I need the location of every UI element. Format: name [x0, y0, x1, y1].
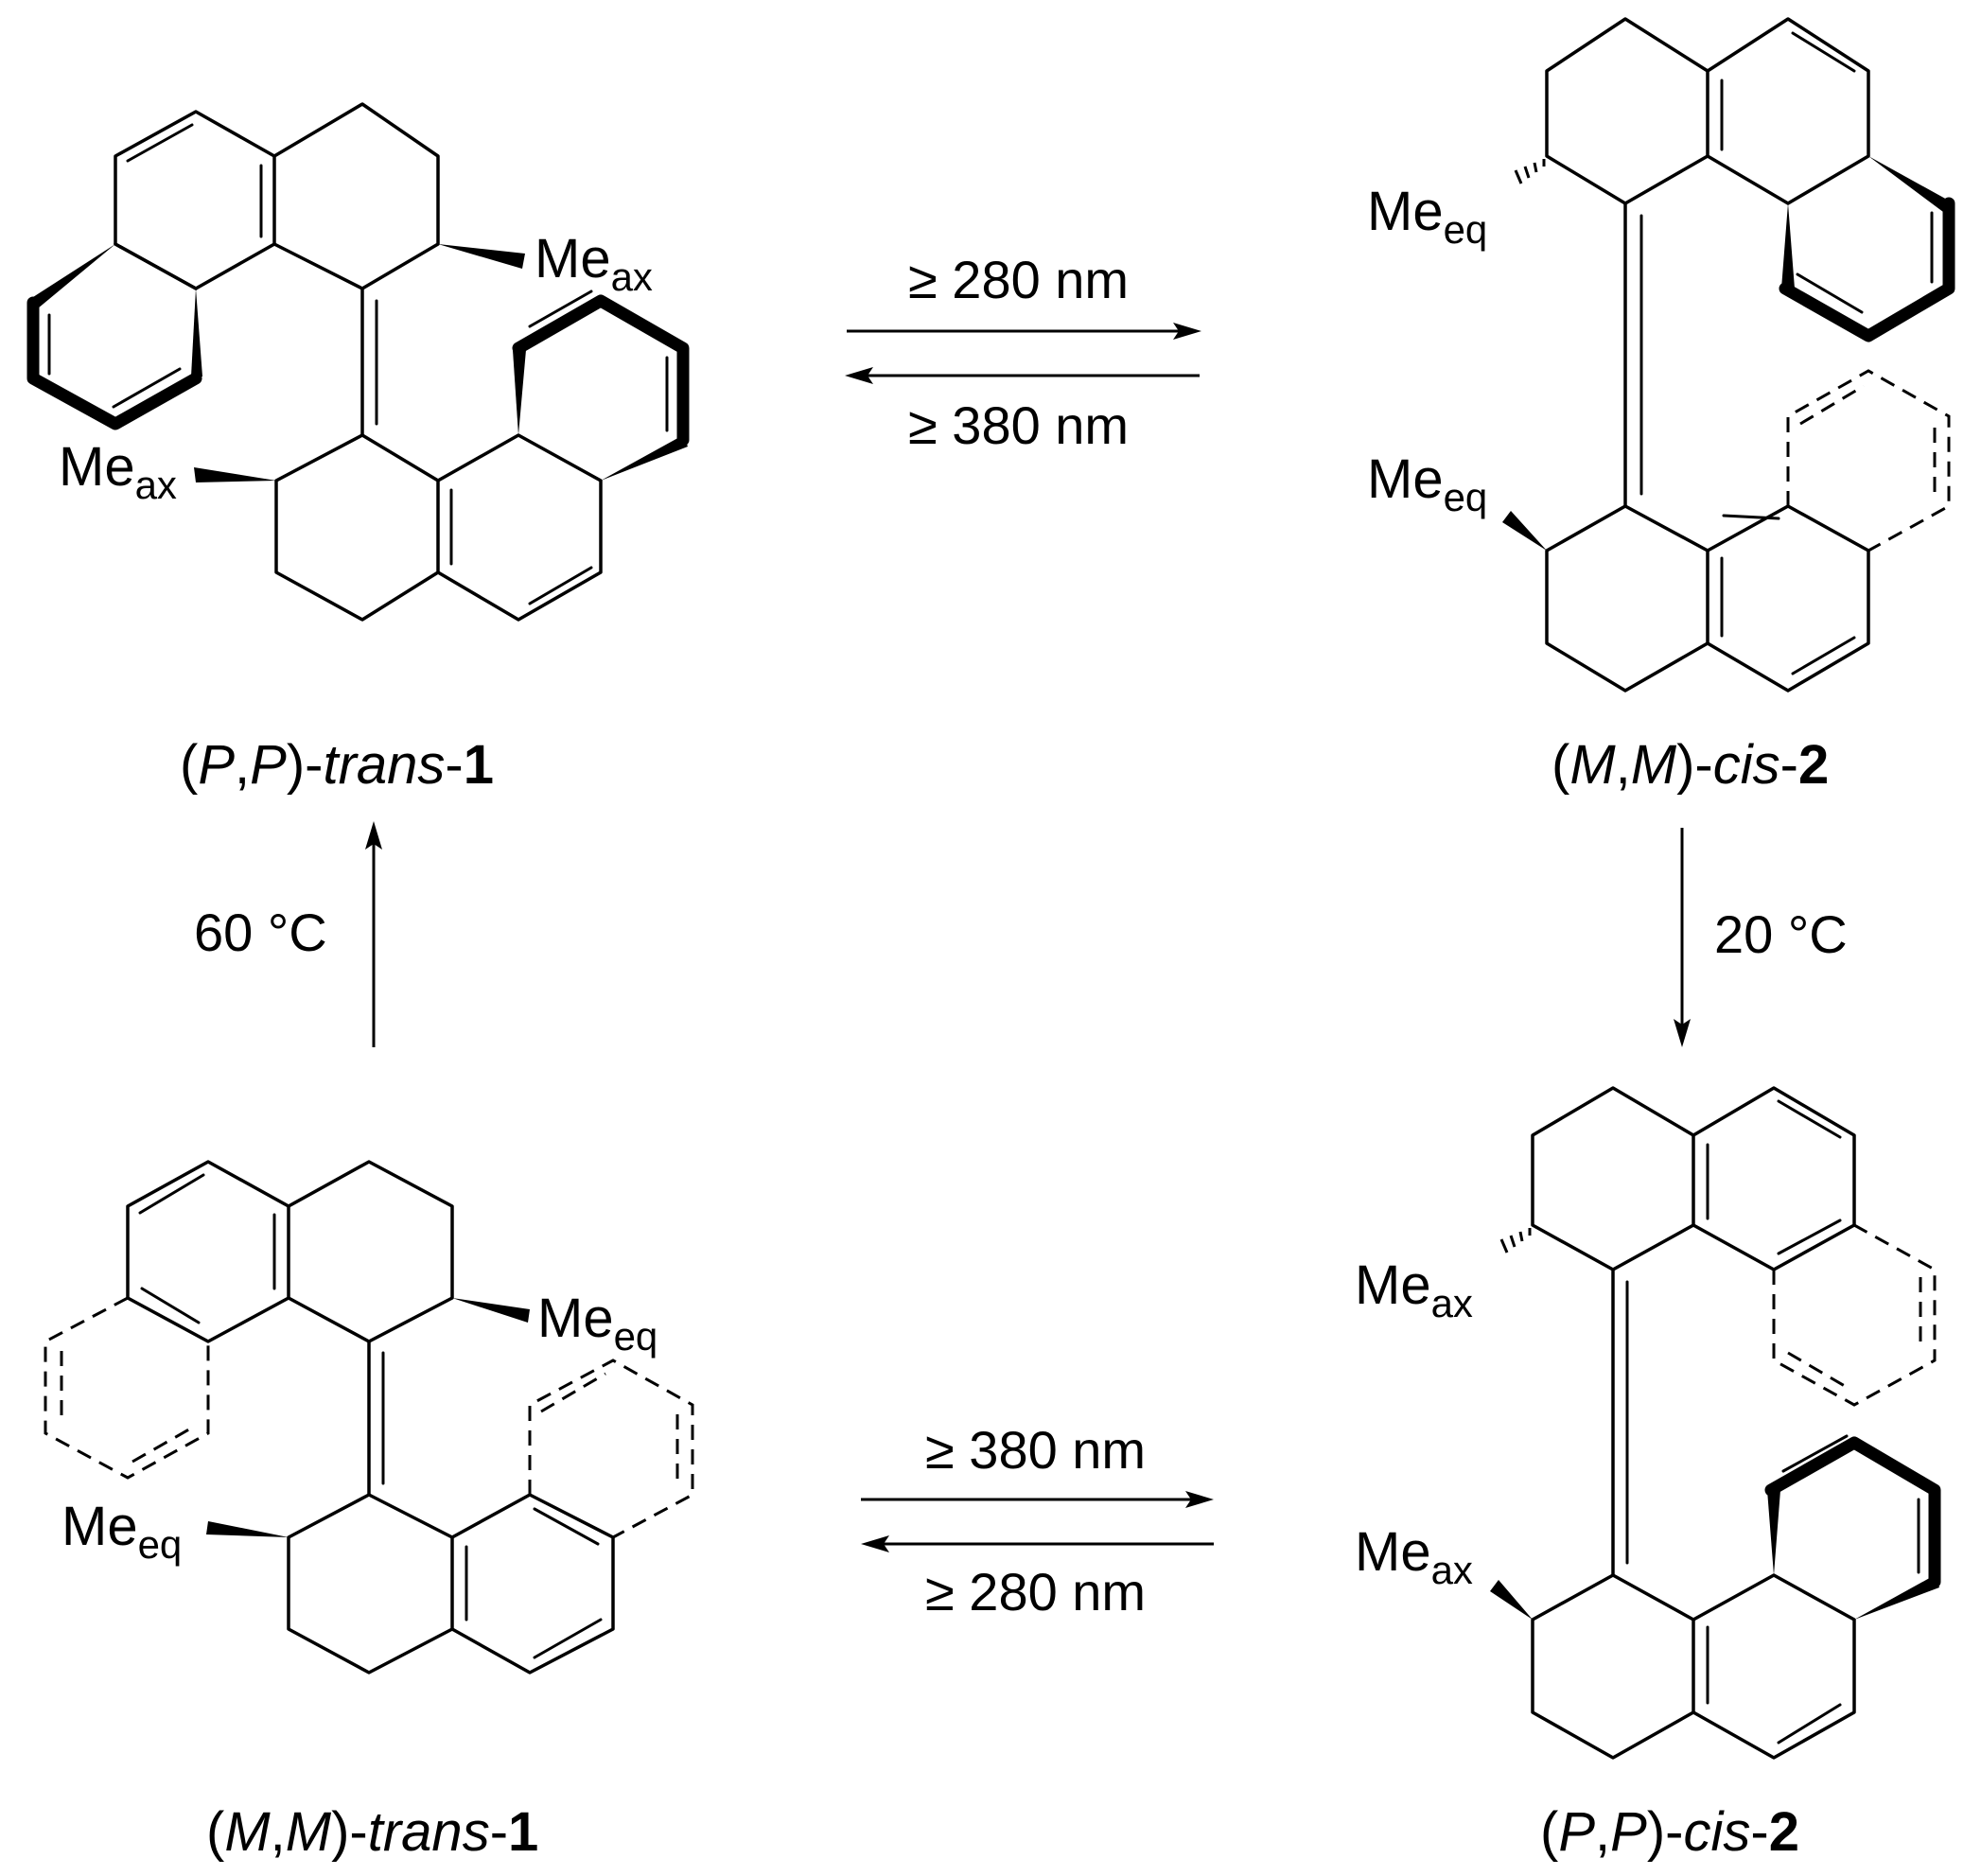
compound-label-pp-cis-2: (P,P)-cis-2 [1540, 1801, 1799, 1863]
substituent-label-me-ax: Meax [535, 228, 653, 299]
compound-label-mm-cis-2: (M,M)-cis-2 [1551, 734, 1830, 796]
substituent-label-me-eq: Meeq [1367, 448, 1488, 519]
arrow-right-thermal [1674, 828, 1691, 1047]
condition-bottom-forward: ≥ 380 nm [925, 1420, 1147, 1480]
substituent-label-me-ax: Meax [1355, 1521, 1473, 1592]
substituent-label-me-ax: Meax [1355, 1254, 1473, 1325]
condition-top-forward: ≥ 280 nm [908, 250, 1130, 309]
arrow-bottom-forward [861, 1491, 1214, 1508]
molecule-mm-cis-2 [1502, 17, 1955, 693]
condition-top-reverse: ≥ 380 nm [908, 395, 1130, 455]
condition-left-thermal: 60 °C [194, 903, 327, 962]
molecule-pp-trans-1 [26, 102, 690, 622]
molecule-mm-trans-1 [44, 1160, 694, 1674]
arrow-bottom-reverse [861, 1535, 1214, 1552]
substituent-label-me-eq: Meeq [61, 1496, 183, 1567]
arrow-left-thermal [365, 821, 382, 1047]
compound-label-mm-trans-1: (M,M)-trans-1 [206, 1801, 539, 1863]
compound-label-pp-trans-1: (P,P)-trans-1 [180, 734, 495, 796]
condition-right-thermal: 20 °C [1714, 904, 1848, 964]
arrow-top-reverse [845, 367, 1200, 384]
arrow-top-forward [847, 323, 1201, 340]
substituent-label-me-ax: Meax [59, 436, 177, 507]
molecule-pp-cis-2 [1490, 1086, 1941, 1760]
substituent-label-me-eq: Meeq [537, 1288, 658, 1359]
condition-bottom-reverse: ≥ 280 nm [925, 1562, 1147, 1622]
substituent-label-me-eq: Meeq [1367, 181, 1488, 252]
